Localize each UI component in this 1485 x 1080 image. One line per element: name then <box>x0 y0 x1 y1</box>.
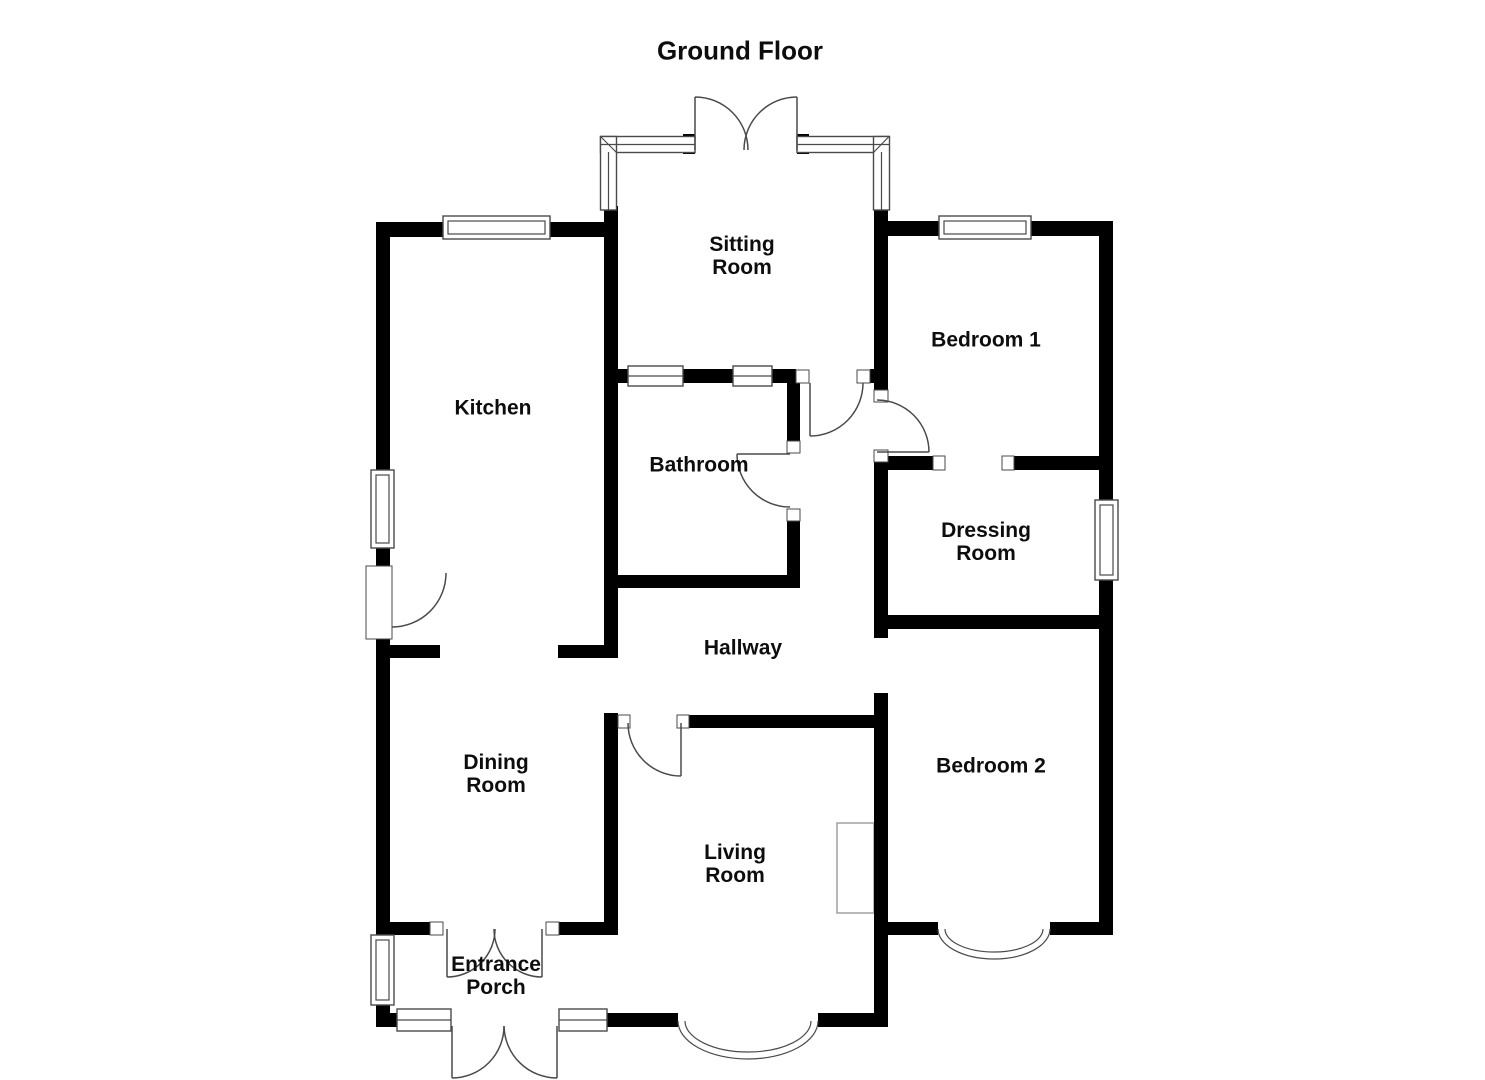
kitchen-side-window <box>370 469 395 549</box>
porch-front-window-right <box>558 1008 608 1032</box>
bathroom-borrowed-light-2 <box>732 365 773 387</box>
chimney-breast <box>836 822 875 914</box>
living-room-door <box>627 722 682 777</box>
dressing-room-window <box>1094 499 1119 581</box>
sitting-room-bay-window <box>599 135 891 211</box>
bedroom1-window <box>938 215 1032 240</box>
room-label-kitchen: Kitchen <box>454 396 532 420</box>
door-jambs <box>429 369 1015 936</box>
living-room-bay-window <box>677 1020 819 1060</box>
room-label-bathroom: Bathroom <box>649 453 749 477</box>
porch-entrance-double-doors <box>451 1025 558 1079</box>
room-label-hallway: Hallway <box>703 636 783 660</box>
room-label-bedroom-1: Bedroom 1 <box>931 328 1041 352</box>
floor-plan-title: Ground Floor <box>656 35 824 66</box>
bedroom2-bay-window <box>937 928 1051 960</box>
bathroom-borrowed-light-1 <box>627 365 684 387</box>
porch-front-window-left <box>396 1008 452 1032</box>
bedroom1-door <box>876 399 930 453</box>
sitting-room-hallway-door <box>809 382 864 437</box>
kitchen-side-door <box>365 565 447 640</box>
kitchen-top-window <box>442 215 551 240</box>
porch-inner-double-doors <box>446 928 543 978</box>
sitting-room-french-doors <box>694 96 798 151</box>
bathroom-door <box>736 453 791 508</box>
room-label-bedroom-2: Bedroom 2 <box>936 754 1046 778</box>
porch-side-window <box>370 934 395 1006</box>
